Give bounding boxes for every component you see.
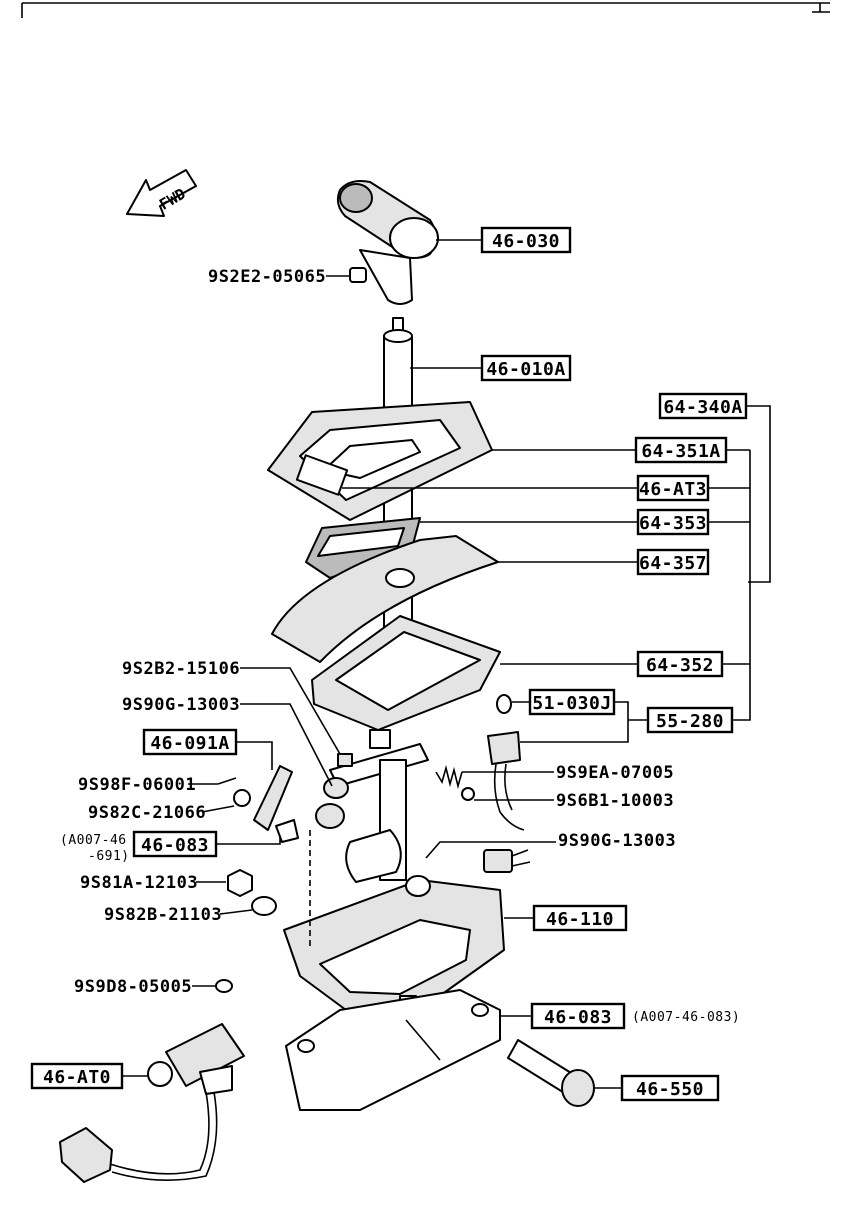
lever-bracket xyxy=(315,743,429,883)
knob-screw xyxy=(349,267,367,283)
label-46-030: 46-030 xyxy=(492,231,560,252)
washer-9s82c xyxy=(233,789,251,807)
label-46-at0: 46-AT0 xyxy=(43,1067,111,1088)
label-64-340a: 64-340A xyxy=(663,397,742,418)
label-a007-46-083: (A007-46-083) xyxy=(632,1010,740,1025)
detent-spring-and-ball xyxy=(435,764,475,801)
label-55-280: 55-280 xyxy=(656,711,724,732)
label-9s82c-21066: 9S82C-21066 xyxy=(88,803,206,823)
label-9s2b2-15106: 9S2B2-15106 xyxy=(122,659,240,679)
label-9s6b1-10003: 9S6B1-10003 xyxy=(556,791,674,811)
label-9s81a-12103: 9S81A-12103 xyxy=(80,873,198,893)
detent-plate xyxy=(253,765,293,831)
bulb-and-socket xyxy=(487,694,525,831)
label-64-352: 64-352 xyxy=(646,655,714,676)
forward-direction-arrow: FWD xyxy=(126,169,197,217)
label-51-030j: 51-030J xyxy=(532,693,611,714)
label-64-357: 64-357 xyxy=(639,553,707,574)
label-9s90g-13003-upper: 9S90G-13003 xyxy=(122,695,240,715)
wire-connector xyxy=(483,849,531,873)
nut-9s81a xyxy=(227,869,253,897)
detent-plate-assembly xyxy=(215,765,299,993)
label-9s82b-21103: 9S82B-21103 xyxy=(104,905,222,925)
label-9s9ea-07005: 9S9EA-07005 xyxy=(556,763,674,783)
shift-lock-solenoid xyxy=(59,1023,245,1183)
solenoid-connector xyxy=(59,1127,113,1183)
label-46-083-right: 46-083 xyxy=(544,1007,612,1028)
label-9s2e2-05065: 9S2E2-05065 xyxy=(208,267,326,287)
bushing-left xyxy=(315,803,345,829)
shift-knob xyxy=(336,180,439,305)
label-46-083-left: 46-083 xyxy=(141,835,209,856)
base-plate xyxy=(285,989,501,1111)
label-64-351a: 64-351A xyxy=(641,441,720,462)
leader-lines xyxy=(122,239,771,1089)
release-pin xyxy=(507,1039,595,1107)
bolt-9s2b2 xyxy=(337,753,353,767)
indicator-light-plate xyxy=(305,517,421,579)
hardware-part-numbers: 9S2E2-05065 9S2B2-15106 9S90G-13003 9S98… xyxy=(60,267,740,1025)
label-46-110: 46-110 xyxy=(546,909,614,930)
boxed-part-numbers: 46-030 46-010A 64-340A 64-351A 46-AT3 64… xyxy=(30,226,748,1102)
label-9s9d8-05005: 9S9D8-05005 xyxy=(74,977,192,997)
pivot-sleeve xyxy=(345,829,402,883)
bushing-upper xyxy=(323,777,349,799)
label-9s90g-13003-lower: 9S90G-13003 xyxy=(558,831,676,851)
label-a007-46-prefix: (A007-46 xyxy=(60,833,127,848)
bolt-9s9d8 xyxy=(215,979,233,993)
label-46-550: 46-550 xyxy=(636,1079,704,1100)
label-46-at3: 46-AT3 xyxy=(639,479,707,500)
label-9s98f-06001: 9S98F-06001 xyxy=(78,775,196,795)
indicator-panel xyxy=(267,401,493,521)
label-a007-46-suffix: -691) xyxy=(88,849,130,864)
label-46-091a: 46-091A xyxy=(150,733,229,754)
page-frame xyxy=(21,2,830,18)
label-46-010a: 46-010A xyxy=(486,359,565,380)
label-64-353: 64-353 xyxy=(639,513,707,534)
washer-9s82b xyxy=(251,896,277,916)
selector-housing xyxy=(311,615,501,749)
bushing-lower xyxy=(405,875,431,897)
